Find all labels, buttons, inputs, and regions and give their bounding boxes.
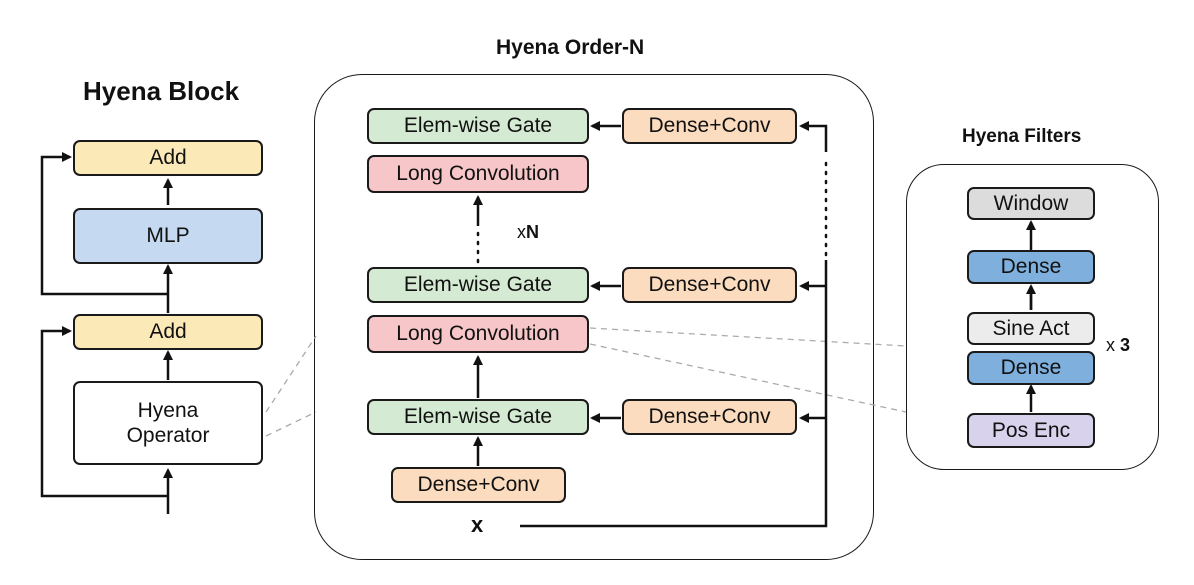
block-connectors — [40, 152, 173, 514]
mlp-box: MLP — [73, 208, 263, 264]
order-n-title: Hyena Order-N — [496, 36, 645, 59]
gate-top-box: Elem-wise Gate — [367, 108, 589, 144]
repeat-3-value: 3 — [1120, 335, 1131, 355]
operator-line-1: Hyena — [137, 398, 199, 422]
long-conv-mid-box: Long Convolution — [367, 315, 589, 353]
hyena-operator-box: Hyena Operator — [73, 381, 263, 465]
filters-title: Hyena Filters — [962, 126, 1082, 147]
repeat-3-label: x 3 — [1106, 335, 1130, 356]
add-bottom-box: Add — [73, 314, 263, 350]
repeat-dots — [476, 154, 828, 264]
add-top-box: Add — [73, 140, 263, 176]
repeat-n-prefix: x — [517, 222, 526, 242]
dense-top-filter-box: Dense — [967, 250, 1095, 284]
repeat-n-value: N — [526, 222, 539, 242]
block-title: Hyena Block — [83, 76, 240, 106]
dense-bottom-filter-box: Dense — [967, 351, 1095, 385]
repeat-n-label: xN — [517, 222, 539, 243]
dense-conv-bottom-box: Dense+Conv — [622, 399, 797, 435]
operator-line-2: Operator — [126, 424, 210, 447]
zoom-lines — [265, 327, 907, 437]
filters-panel — [906, 164, 1159, 470]
dense-conv-top-box: Dense+Conv — [622, 108, 797, 144]
order-n-panel — [314, 74, 874, 560]
repeat-3-prefix: x — [1106, 335, 1115, 355]
long-conv-top-box: Long Convolution — [367, 155, 589, 193]
pos-enc-box: Pos Enc — [967, 413, 1095, 448]
order-n-connectors — [473, 121, 828, 528]
sine-act-box: Sine Act — [967, 312, 1095, 345]
gate-bottom-box: Elem-wise Gate — [367, 399, 589, 435]
dense-conv-mid-box: Dense+Conv — [622, 267, 797, 303]
dense-conv-input-box: Dense+Conv — [391, 467, 566, 503]
gate-mid-box: Elem-wise Gate — [367, 267, 589, 303]
window-box: Window — [967, 187, 1095, 220]
input-x-label: x — [471, 512, 484, 537]
